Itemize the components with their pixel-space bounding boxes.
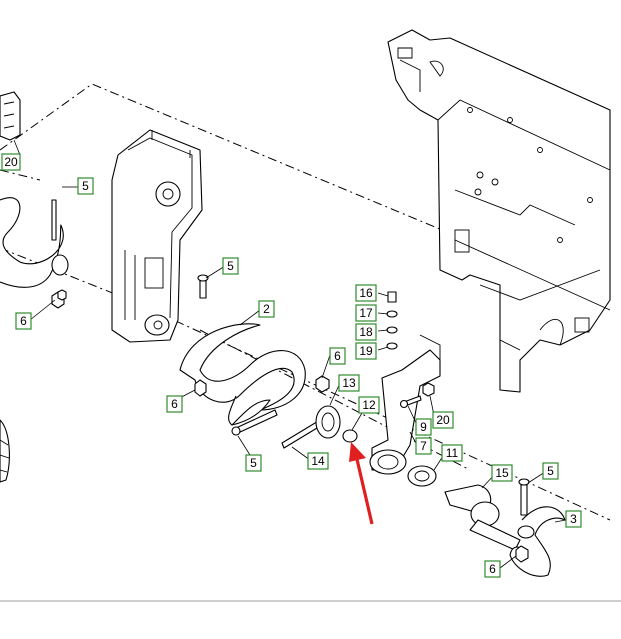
bushing [407, 465, 437, 487]
nut-6-center [315, 375, 330, 393]
callout-18: 18 [355, 323, 377, 341]
bolt-5-right [518, 478, 530, 516]
callout-5-right: 5 [542, 462, 559, 480]
callout-label: 15 [495, 466, 509, 480]
bolt-5-upper [197, 274, 209, 299]
callout-14: 14 [307, 452, 329, 470]
callout-label: 14 [311, 454, 325, 468]
callout-16: 16 [355, 284, 377, 302]
nut-20-right [422, 382, 435, 397]
callout-7: 7 [415, 437, 432, 455]
callout-label: 5 [547, 464, 554, 478]
callout-label: 2 [263, 302, 270, 316]
gearbox-housing [111, 129, 203, 343]
callout-label: 20 [4, 155, 18, 169]
callout-9: 9 [415, 418, 432, 436]
callout-17: 17 [355, 304, 377, 322]
callout-label: 17 [359, 306, 373, 320]
callout-5-lower-center: 5 [245, 454, 262, 472]
callout-6-left: 6 [15, 312, 32, 330]
callout-20-right: 20 [432, 411, 454, 429]
callout-label: 19 [359, 344, 373, 358]
callout-label: 20 [436, 413, 450, 427]
callout-11: 11 [441, 444, 463, 462]
stub-shaft [444, 484, 521, 551]
callout-label: 6 [171, 397, 178, 411]
snap-ring [342, 429, 358, 443]
callout-2: 2 [258, 300, 275, 318]
callout-label: 5 [227, 259, 234, 273]
callout-label: 7 [420, 439, 427, 453]
mounting-bracket-left [0, 91, 21, 141]
hardware-stack [386, 291, 398, 350]
bolt-9 [399, 395, 422, 409]
callout-6-center: 6 [329, 347, 346, 365]
callout-label: 5 [250, 456, 257, 470]
support-arm [369, 334, 441, 475]
auger-flight-main [179, 323, 306, 426]
callout-15: 15 [491, 464, 513, 482]
callout-label: 16 [359, 286, 373, 300]
highlight-arrow [349, 442, 374, 525]
nut-6-upper [57, 289, 67, 301]
callout-3: 3 [565, 510, 582, 528]
auger-flight-left [0, 186, 78, 309]
callout-5-left: 5 [77, 177, 94, 195]
bearing [315, 405, 341, 439]
callout-label: 9 [420, 420, 427, 434]
callout-label: 6 [20, 314, 27, 328]
callout-label: 6 [489, 562, 496, 576]
callout-label: 6 [334, 349, 341, 363]
callout-6-bottom-right: 6 [484, 560, 501, 578]
partial-part-left-edge [0, 419, 10, 483]
callout-13: 13 [338, 374, 360, 392]
bottom-divider [0, 600, 621, 639]
callout-label: 11 [446, 446, 459, 460]
bolt-5-lower [231, 409, 278, 436]
callout-label: 18 [359, 325, 373, 339]
callout-12: 12 [358, 396, 380, 414]
callout-19: 19 [355, 342, 377, 360]
auger-flight-end [509, 506, 566, 577]
callout-20-top-left: 20 [1, 153, 21, 171]
callout-6-center-left: 6 [166, 395, 183, 413]
callout-5-upper-center: 5 [222, 257, 239, 275]
frame-housing [387, 29, 611, 393]
callout-label: 13 [342, 376, 356, 390]
callout-label: 5 [82, 179, 89, 193]
callout-label: 3 [570, 512, 577, 526]
callout-label: 12 [362, 398, 376, 412]
